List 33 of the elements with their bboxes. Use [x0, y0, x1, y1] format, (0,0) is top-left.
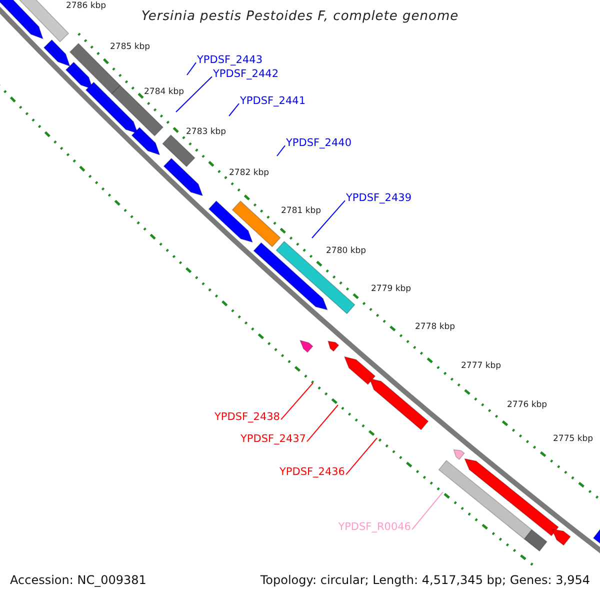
scale-label: 2781 kbp [281, 206, 322, 216]
gene-label: YPDSF_2438 [214, 411, 280, 424]
scale-label: 2785 kbp [110, 42, 150, 52]
scale-label: 2778 kbp [415, 322, 456, 332]
gene-label: YPDSF_2437 [240, 433, 306, 446]
gene-label: YPDSF_2440 [286, 137, 352, 150]
gene-label: YPDSF_2442 [213, 68, 279, 81]
genome-stats-text: Topology: circular; Length: 4,517,345 bp; Genes: 3,954 [260, 573, 590, 588]
gene-label: YPDSF_R0046 [338, 521, 411, 534]
leader-line [276, 145, 286, 156]
leader-line [306, 404, 338, 442]
scale-label: 2780 kbp [326, 246, 366, 256]
scale-label: 2783 kbp [186, 127, 226, 138]
leader-line [176, 76, 212, 112]
leader-line [346, 438, 378, 476]
gene-label: YPDSF_2443 [197, 54, 263, 67]
leader-line [412, 492, 444, 530]
gene-label: YPDSF_2439 [346, 192, 412, 205]
leader-line [280, 382, 314, 420]
scale-label: 2776 kbp [507, 400, 548, 410]
map-title: Yersinia pestis Pestoides F, complete genome [140, 9, 460, 25]
scale-label: 2782 kbp [229, 168, 270, 178]
scale-label: 2786 kbp [66, 1, 106, 12]
scale-label: 2779 kbp [371, 284, 412, 294]
gene-label: YPDSF_2436 [279, 466, 345, 479]
leader-line [186, 62, 196, 76]
leader-line [312, 200, 346, 238]
scale-label: 2784 kbp [144, 87, 184, 98]
scale-label: 2775 kbp [553, 434, 594, 444]
leader-line [228, 103, 240, 116]
accession-text: Accession: NC_009381 [10, 573, 146, 588]
scale-label: 2777 kbp [461, 361, 502, 372]
gene-label: YPDSF_2441 [240, 95, 306, 108]
